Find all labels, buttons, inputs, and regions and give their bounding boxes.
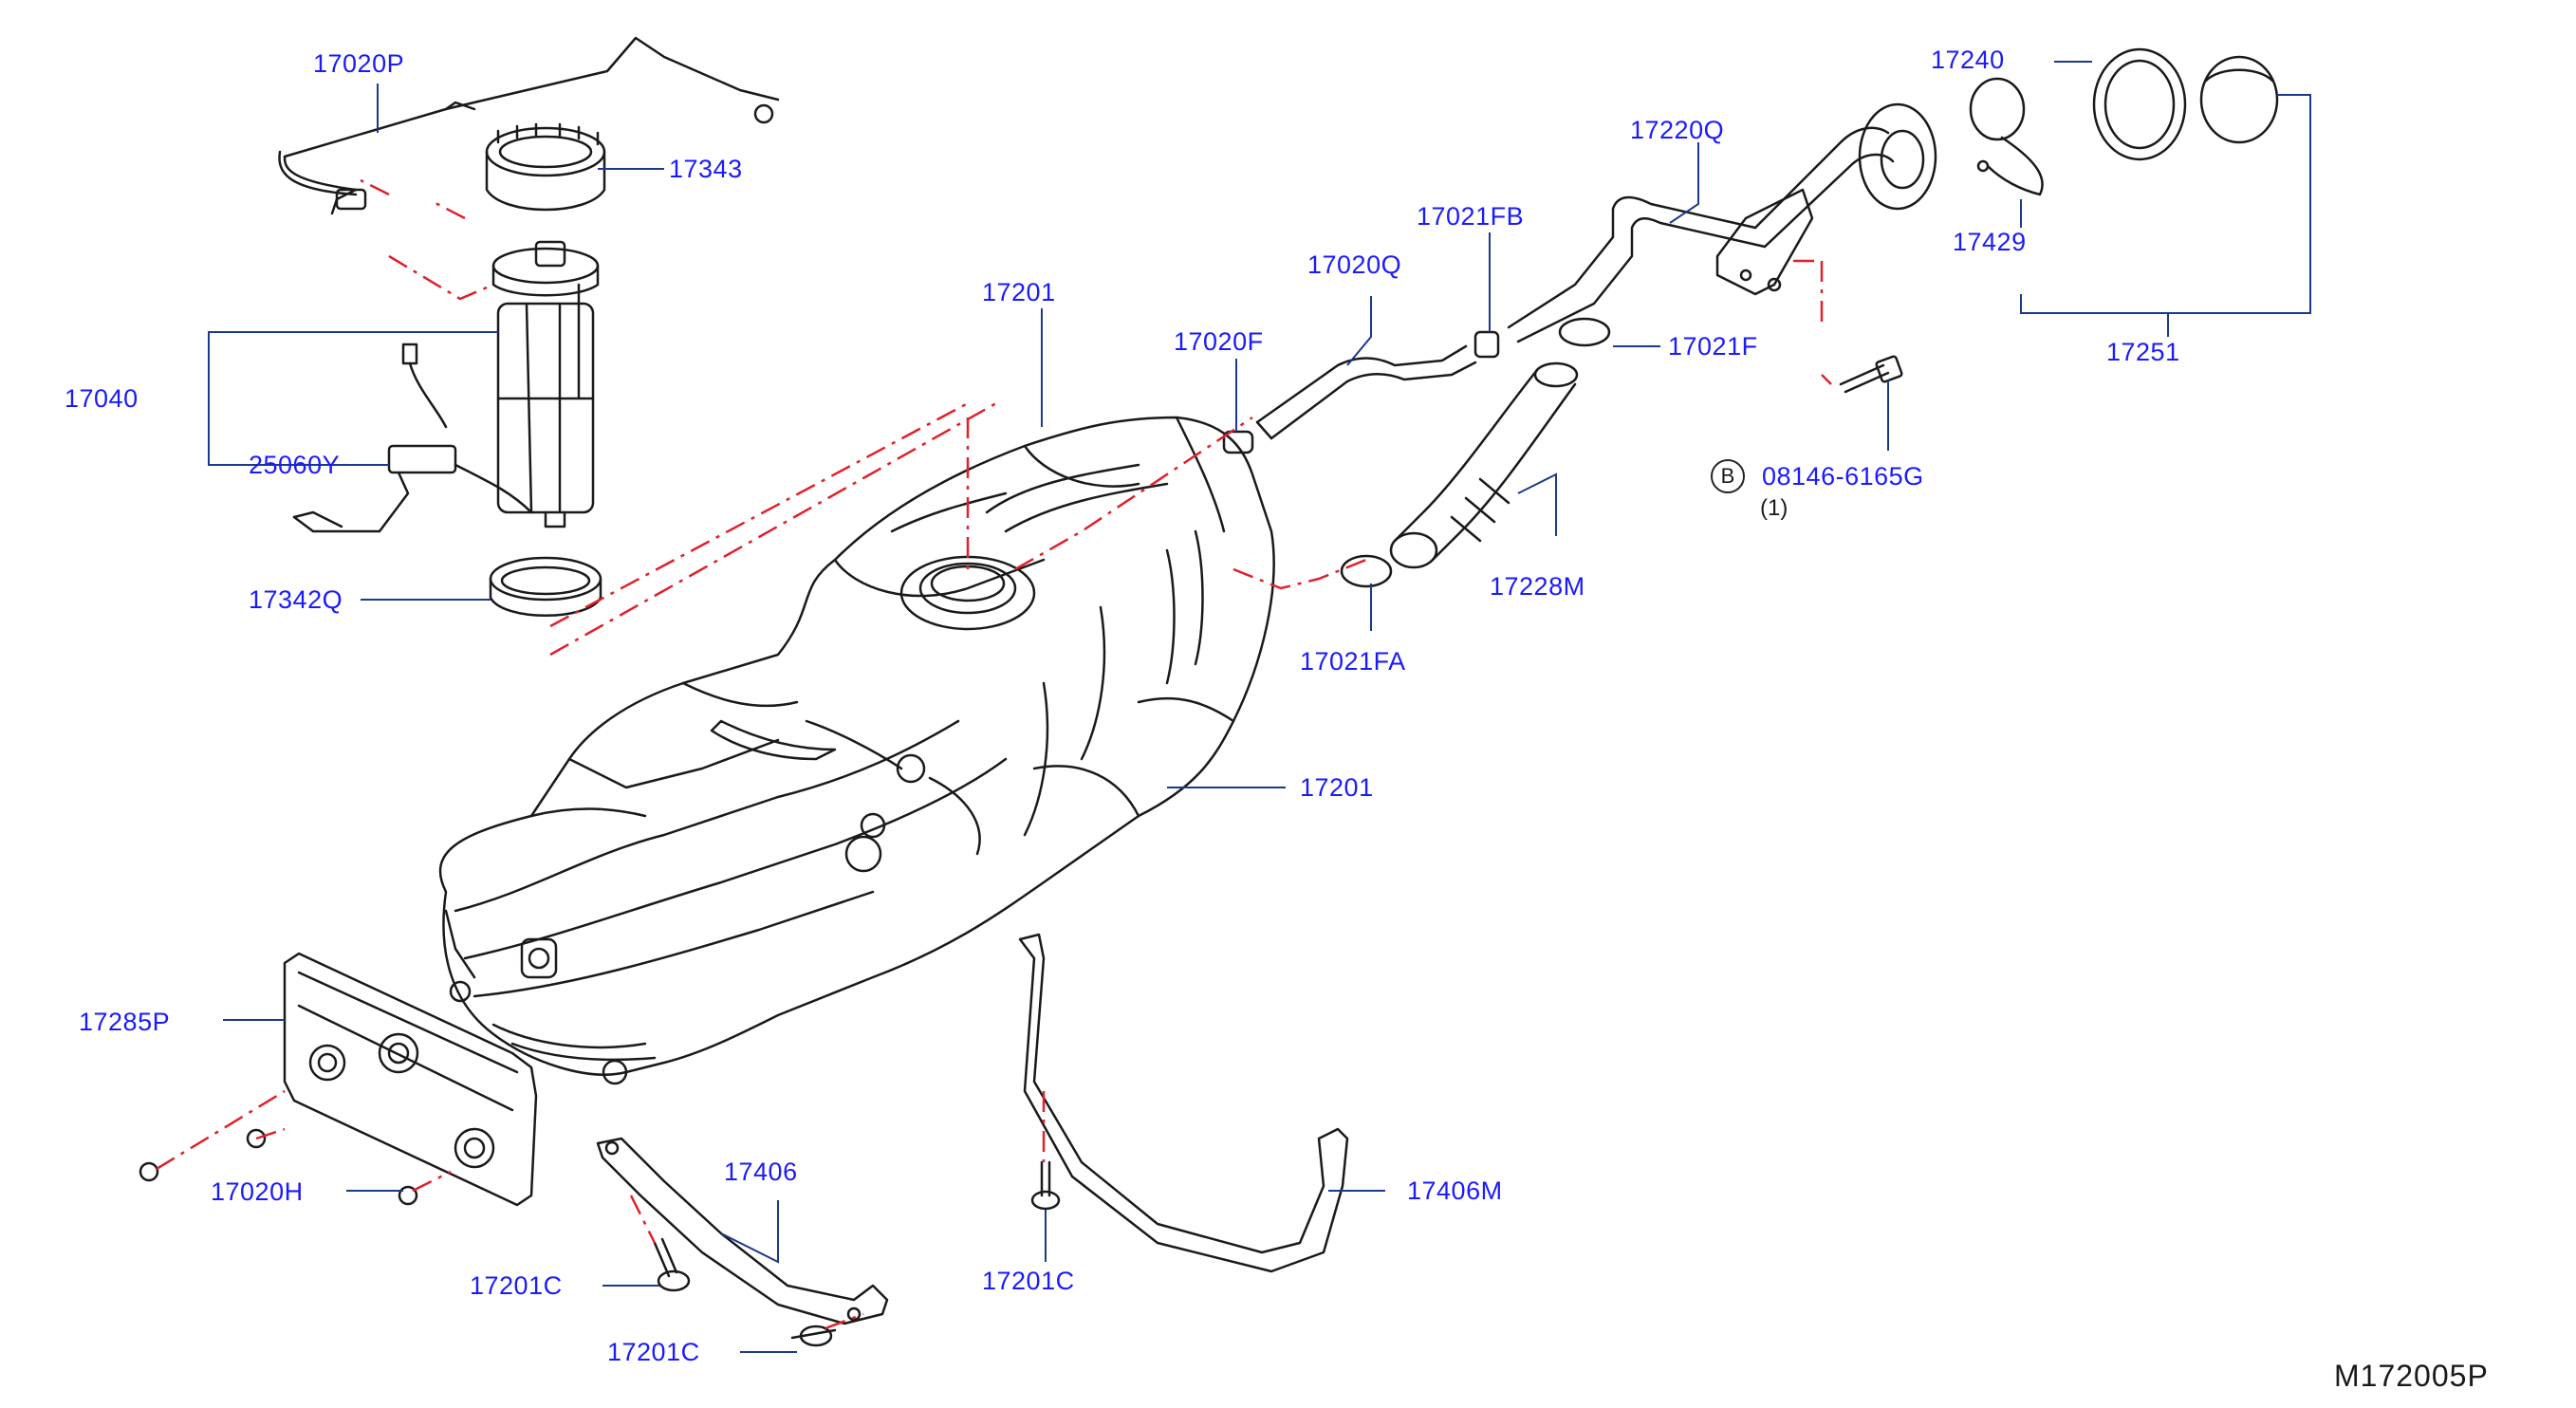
clips [1222,317,1611,588]
tank-protector [283,952,538,1207]
filler-cap [1969,47,2279,196]
part-label-08146-6165G[interactable]: 08146-6165G [1762,462,1924,491]
hose-17228M [1389,361,1579,569]
part-label-17429[interactable]: 17429 [1953,228,2027,256]
part-label-17220Q[interactable]: 17220Q [1630,116,1725,144]
filler-tube [1507,102,1937,343]
part-label-17201-top[interactable]: 17201 [982,278,1056,306]
part-label-17201C-bottom[interactable]: 17201C [607,1338,700,1366]
part-label-17201-right[interactable]: 17201 [1300,773,1374,802]
fuel-tube-17020P [278,36,780,215]
part-label-17201C-center[interactable]: 17201C [982,1267,1075,1295]
part-label-17342Q[interactable]: 17342Q [249,585,343,614]
bolt-quantity: (1) [1760,495,1788,521]
gasket-ring [489,556,602,617]
fuel-tank [438,416,1275,1085]
bolt-08146 [1839,355,1903,394]
part-label-17285P[interactable]: 17285P [79,1008,171,1036]
leader-lines [208,61,2311,1353]
part-label-17020H[interactable]: 17020H [211,1177,304,1206]
part-label-17228M[interactable]: 17228M [1490,572,1585,601]
part-label-17201C-left[interactable]: 17201C [470,1271,563,1300]
part-label-17021FA[interactable]: 17021FA [1300,647,1406,676]
centerlines [156,178,1832,1330]
bolt-badge: B [1711,459,1745,493]
part-label-17343[interactable]: 17343 [669,155,743,183]
part-label-17406M[interactable]: 17406M [1407,1176,1503,1205]
lock-ring [485,122,606,212]
fuel-pump-module [292,240,600,533]
screws-17020H [139,1128,418,1206]
part-label-17021F[interactable]: 17021F [1668,332,1758,361]
part-label-17406[interactable]: 17406 [724,1158,798,1186]
part-label-17040[interactable]: 17040 [65,384,139,413]
part-label-17020Q[interactable]: 17020Q [1307,250,1402,279]
strap-17406 [596,1137,889,1325]
hose-17020Q [1255,344,1477,440]
strap-17406M [1018,933,1349,1273]
bolts-17201C [653,1160,1061,1347]
part-label-17240[interactable]: 17240 [1931,46,2005,74]
part-label-17021FB[interactable]: 17021FB [1417,202,1525,231]
part-label-25060Y[interactable]: 25060Y [249,451,341,479]
part-label-17020F[interactable]: 17020F [1174,327,1264,356]
part-label-17020P[interactable]: 17020P [313,49,405,78]
part-label-17251[interactable]: 17251 [2106,338,2180,366]
drawing-code: M172005P [2334,1359,2489,1393]
